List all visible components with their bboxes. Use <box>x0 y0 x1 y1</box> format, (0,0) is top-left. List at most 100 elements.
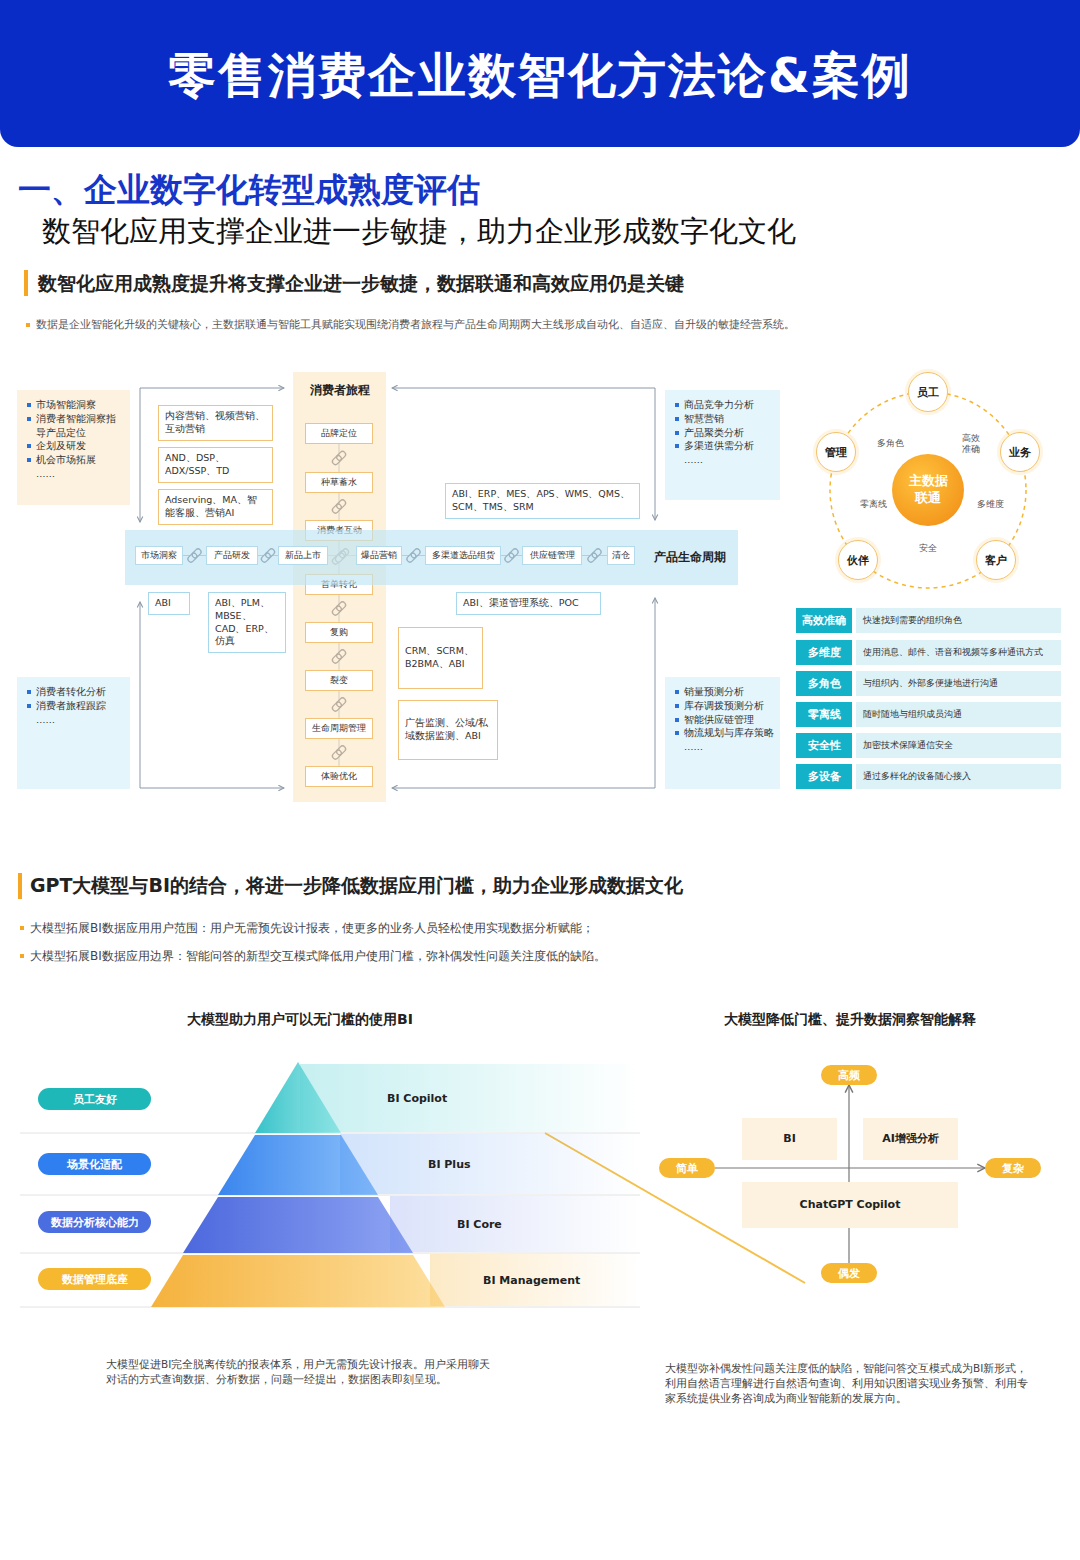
node-text: 消费者旅程跟踪 <box>27 699 124 713</box>
node-text: BI Plus <box>428 1158 471 1171</box>
node-text: …… <box>27 713 124 727</box>
node-text: 安全性 <box>808 738 841 753</box>
pyramid-layer: BI Plus <box>340 1134 640 1194</box>
lifecycle-step: 新品上市 <box>278 546 328 565</box>
node-text: Adserving、MA、智能客服、营销AI <box>165 494 266 520</box>
node-text: 清仓 <box>609 549 633 562</box>
node-text: 品牌定位 <box>308 427 370 440</box>
tool-box: 内容营销、视频营销、互动营销 <box>158 405 273 441</box>
node-text: 消费者转化分析 <box>27 685 124 699</box>
node-text: 商品竞争力分析 <box>675 398 774 412</box>
tool-box: ABI、PLM、MBSE、CAD、ERP、仿真 <box>208 592 286 653</box>
node-text: ABI、PLM、MBSE、CAD、ERP、仿真 <box>215 597 279 648</box>
section-heading: 一、企业数字化转型成熟度评估 <box>18 168 638 213</box>
list-panel: 市场智能洞察消费者智能洞察指导产品定位企划及研发机会市场拓展…… <box>17 390 130 505</box>
node-text: 复杂 <box>1002 1161 1024 1176</box>
node-text: ABI <box>155 597 183 610</box>
journey-step: 品牌定位 <box>305 423 373 444</box>
node-text: 与组织内、外部多便捷地进行沟通 <box>863 677 998 690</box>
node-text: 主数据联通 <box>904 473 952 507</box>
journey-step: 生命周期管理 <box>305 718 373 739</box>
node-text: 多渠道选品组货 <box>427 549 499 562</box>
node-text: CRM、SCRM、B2BMA、ABI <box>405 645 476 671</box>
node-text: 随时随地与组织成员沟通 <box>863 708 962 721</box>
node-text: 爆品营销 <box>358 549 400 562</box>
node-text: 多角色 <box>808 676 841 691</box>
node-text: 高频 <box>838 1068 860 1083</box>
node-text: 供应链管理 <box>524 549 580 562</box>
node-text: 新品上市 <box>280 549 326 562</box>
node-text: 场景化适配 <box>67 1157 122 1172</box>
role-circle: 伙伴 <box>838 540 878 580</box>
tool-box: 广告监测、公域/私域数据监测、ABI <box>398 700 498 760</box>
node-text: 物流规划与库存策略 <box>675 726 774 740</box>
node-text: 多维度 <box>808 645 841 660</box>
node-text: …… <box>27 467 124 481</box>
node-text: 零离线 <box>808 707 841 722</box>
role-circle: 客户 <box>976 540 1016 580</box>
journey-step: 体验优化 <box>305 766 373 787</box>
journey-step: 复购 <box>305 622 373 643</box>
axis-pill: 简单 <box>659 1158 715 1178</box>
table-desc: 与组织内、外部多便捷地进行沟通 <box>856 671 1061 696</box>
node-text: BI Copilot <box>387 1092 447 1105</box>
role-circle: 管理 <box>816 432 856 472</box>
axis-arrow <box>849 1085 850 1263</box>
node-text: BI Core <box>457 1218 502 1231</box>
node-text: 体验优化 <box>308 770 370 783</box>
figure-caption: 大模型促进BI完全脱离传统的报表体系，用户无需预先设计报表。用户采用聊天对话的方… <box>106 1357 496 1387</box>
node-text: 消费者旅程 <box>293 382 386 399</box>
node-text: 市场智能洞察 <box>27 398 124 412</box>
list-panel: 销量预测分析库存调拨预测分析智能供应链管理物流规划与库存策略…… <box>665 677 780 789</box>
node-text: ABI、渠道管理系统、POC <box>463 597 594 610</box>
table-desc: 快速找到需要的组织角色 <box>856 608 1061 633</box>
node-text: 伙伴 <box>847 553 869 568</box>
node-text: 使用消息、邮件、语音和视频等多种通讯方式 <box>863 646 1043 659</box>
table-desc: 使用消息、邮件、语音和视频等多种通讯方式 <box>856 640 1061 665</box>
page-title: 零售消费企业数智化方法论&案例 <box>0 44 1080 108</box>
quadrant-box: ChatGPT Copilot <box>742 1182 958 1228</box>
role-circle: 业务 <box>1000 432 1040 472</box>
heading-bar <box>18 873 22 899</box>
node-text: 多渠道供需分析 <box>675 439 774 453</box>
table-key: 安全性 <box>796 733 852 758</box>
lifecycle-step: 产品研发 <box>206 546 258 565</box>
node-text: …… <box>675 740 774 754</box>
table-key: 高效准确 <box>796 608 852 633</box>
lifecycle-band: 产品生命周期市场洞察产品研发新品上市爆品营销多渠道选品组货供应链管理清仓 <box>125 530 738 585</box>
heading-bar <box>24 270 28 296</box>
tool-box: Adserving、MA、智能客服、营销AI <box>158 489 273 525</box>
node-text: BI <box>783 1132 795 1146</box>
note-text: 数据是企业智能化升级的关键核心，主数据联通与智能工具赋能实现围绕消费者旅程与产品… <box>36 317 1066 332</box>
node-text: 产品研发 <box>208 549 256 562</box>
axis-arrow <box>715 1168 985 1169</box>
table-desc: 加密技术保障通信安全 <box>856 733 1061 758</box>
figure-caption: 大模型弥补偶发性问题关注度低的缺陷，智能问答交互模式成为BI新形式，利用自然语言… <box>665 1361 1037 1407</box>
table-key: 多角色 <box>796 671 852 696</box>
pyramid-layer: BI Core <box>390 1196 640 1252</box>
node-text: 加密技术保障通信安全 <box>863 739 953 752</box>
list-panel: 消费者转化分析消费者旅程跟踪…… <box>17 677 130 789</box>
tool-box: AND、DSP、ADX/SSP、TD <box>158 447 273 483</box>
sub-heading: GPT大模型与BI的结合，将进一步降低数据应用门槛，助力企业形成数据文化 <box>30 873 1010 899</box>
journey-column: 消费者旅程品牌定位种草蓄水消费者互动首单转化复购裂变生命周期管理体验优化 <box>293 372 386 802</box>
node-text: 管理 <box>825 445 847 460</box>
bullet <box>20 954 24 958</box>
pyramid-layer: BI Copilot <box>300 1064 640 1132</box>
quadrant-box: AI增强分析 <box>863 1118 958 1160</box>
table-key: 多维度 <box>796 640 852 665</box>
figure-subtitle: 大模型助力用户可以无门槛的使用BI <box>140 1011 460 1029</box>
node-text: 广告监测、公域/私域数据监测、ABI <box>405 717 491 743</box>
layer-pill: 员工友好 <box>38 1088 151 1110</box>
bullet <box>26 323 30 327</box>
node-text: 偶发 <box>838 1266 860 1281</box>
hub-circle: 主数据联通 <box>892 454 964 526</box>
node-text: AI增强分析 <box>882 1132 939 1146</box>
layer-pill: 场景化适配 <box>38 1153 151 1175</box>
node-text: 消费者智能洞察指导产品定位 <box>27 412 124 440</box>
note-text: 大模型拓展BI数据应用边界：智能问答的新型交互模式降低用户使用门槛，弥补偶发性问… <box>30 948 1070 965</box>
circle-label: 安全 <box>913 543 943 554</box>
node-text: 裂变 <box>308 674 370 687</box>
tool-box: ABI、ERP、MES、APS、WMS、QMS、SCM、TMS、SRM <box>445 483 640 519</box>
node-text: 数据管理底座 <box>62 1272 128 1287</box>
